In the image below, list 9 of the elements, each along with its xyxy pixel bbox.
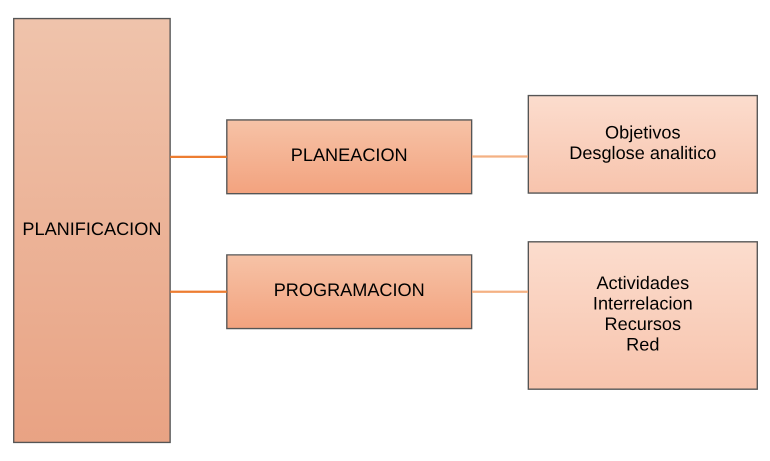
node-box: Actividades Interrelacion Recursos Red xyxy=(527,241,758,390)
node-box: PROGRAMACION xyxy=(226,254,472,330)
node-box: PLANEACION xyxy=(226,119,472,194)
connector xyxy=(170,290,226,293)
connector xyxy=(472,290,528,293)
node-box: PLANIFICACION xyxy=(12,18,170,444)
connector xyxy=(170,156,226,158)
node-box: Objetivos Desglose analitico xyxy=(527,94,758,194)
connector xyxy=(472,155,528,158)
